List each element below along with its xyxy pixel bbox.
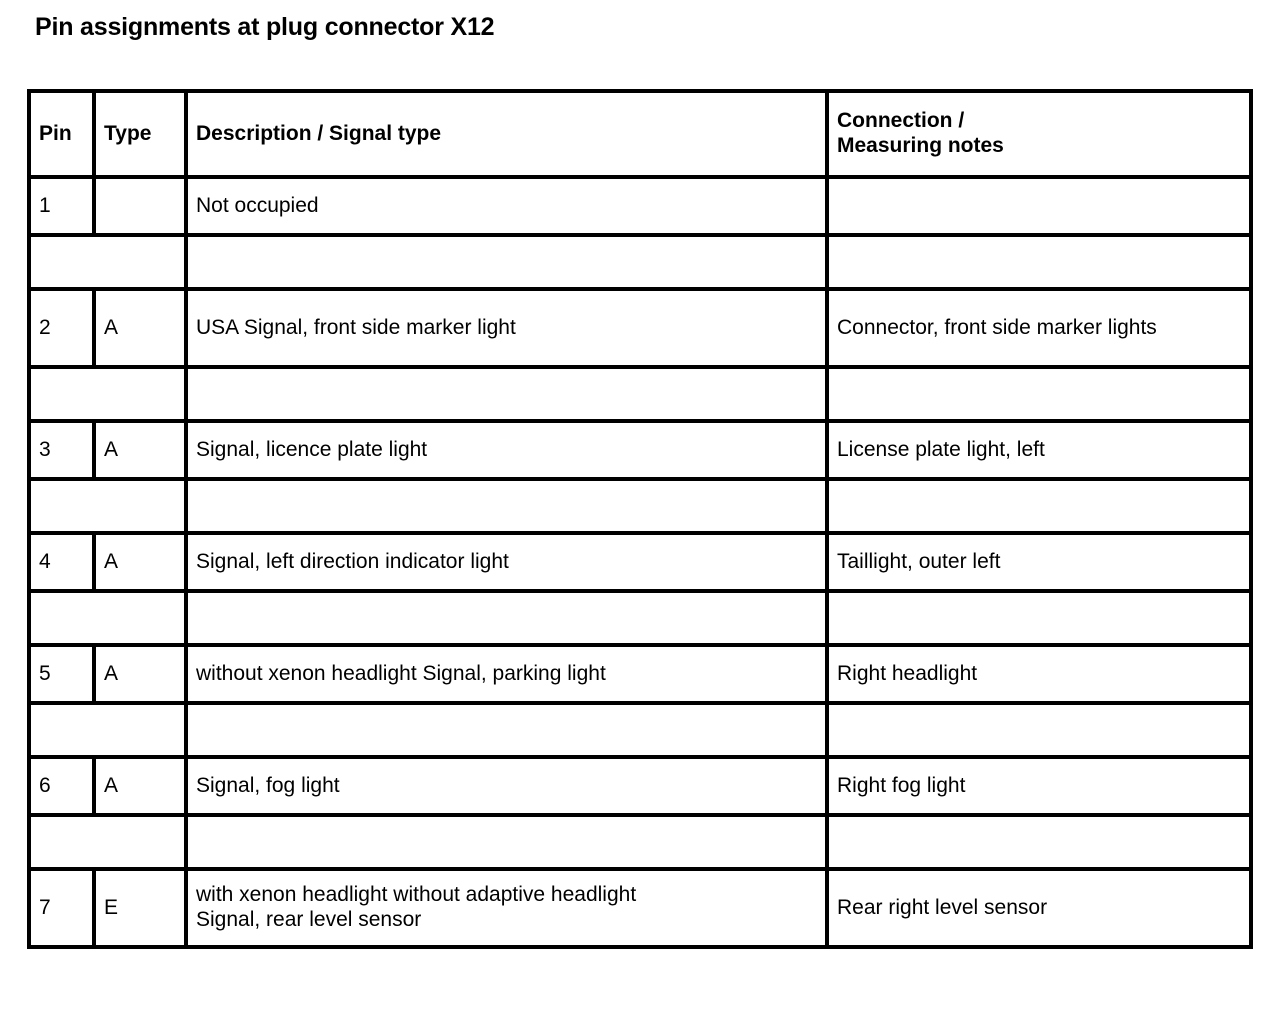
cell-spacer-connection [825, 589, 1253, 647]
cell-spacer-description [184, 477, 829, 535]
table-body: 1 Not occupied 2 A USA Signal, front sid… [27, 175, 1253, 949]
table-spacer-row [27, 365, 1253, 423]
table-row: 3 A Signal, licence plate light License … [27, 419, 1253, 481]
cell-type: A [92, 755, 188, 817]
cell-spacer-description [184, 813, 829, 871]
column-header-connection-line1: Connection / [837, 109, 965, 133]
cell-type: A [92, 419, 188, 481]
column-header-type: Type [92, 89, 188, 179]
cell-spacer-pin-type [27, 813, 188, 871]
cell-pin: 6 [27, 755, 96, 817]
table-row: 5 A without xenon headlight Signal, park… [27, 643, 1253, 705]
cell-type: A [92, 287, 188, 369]
column-header-pin: Pin [27, 89, 96, 179]
table-spacer-row [27, 477, 1253, 535]
column-header-description: Description / Signal type [184, 89, 829, 179]
cell-spacer-connection [825, 813, 1253, 871]
column-header-connection: Connection / Measuring notes [825, 89, 1253, 179]
cell-description: without xenon headlight Signal, parking … [184, 643, 829, 705]
cell-description: USA Signal, front side marker light [184, 287, 829, 369]
page-title: Pin assignments at plug connector X12 [35, 13, 495, 41]
cell-pin: 5 [27, 643, 96, 705]
table-row: 1 Not occupied [27, 175, 1253, 237]
column-header-connection-line2: Measuring notes [837, 134, 1004, 157]
cell-type: E [92, 867, 188, 949]
cell-connection: License plate light, left [825, 419, 1253, 481]
cell-spacer-pin-type [27, 365, 188, 423]
cell-description: Signal, fog light [184, 755, 829, 817]
cell-spacer-connection [825, 701, 1253, 759]
cell-pin: 4 [27, 531, 96, 593]
cell-description: Signal, licence plate light [184, 419, 829, 481]
cell-spacer-pin-type [27, 477, 188, 535]
cell-description: with xenon headlight without adaptive he… [184, 867, 829, 949]
cell-spacer-description [184, 365, 829, 423]
cell-connection: Taillight, outer left [825, 531, 1253, 593]
cell-description: Not occupied [184, 175, 829, 237]
cell-spacer-pin-type [27, 589, 188, 647]
cell-spacer-pin-type [27, 233, 188, 291]
cell-pin: 3 [27, 419, 96, 481]
cell-pin: 1 [27, 175, 96, 237]
table-spacer-row [27, 233, 1253, 291]
table-row: 4 A Signal, left direction indicator lig… [27, 531, 1253, 593]
table-row: 7 E with xenon headlight without adaptiv… [27, 867, 1253, 949]
pin-assignments-table-container: Pin Type Description / Signal type Conne… [27, 89, 1253, 949]
table-spacer-row [27, 589, 1253, 647]
cell-connection: Rear right level sensor [825, 867, 1253, 949]
cell-description: Signal, left direction indicator light [184, 531, 829, 593]
cell-spacer-description [184, 701, 829, 759]
cell-connection: Connector, front side marker lights [825, 287, 1253, 369]
cell-spacer-description [184, 589, 829, 647]
table-spacer-row [27, 813, 1253, 871]
table-row: 2 A USA Signal, front side marker light … [27, 287, 1253, 369]
table-spacer-row [27, 701, 1253, 759]
cell-spacer-pin-type [27, 701, 188, 759]
cell-pin: 7 [27, 867, 96, 949]
cell-connection: Right headlight [825, 643, 1253, 705]
cell-connection: Right fog light [825, 755, 1253, 817]
cell-connection [825, 175, 1253, 237]
cell-pin: 2 [27, 287, 96, 369]
cell-type: A [92, 531, 188, 593]
cell-spacer-connection [825, 477, 1253, 535]
cell-type [92, 175, 188, 237]
cell-spacer-connection [825, 365, 1253, 423]
pin-assignments-table: Pin Type Description / Signal type Conne… [27, 89, 1253, 949]
cell-spacer-description [184, 233, 829, 291]
cell-spacer-connection [825, 233, 1253, 291]
table-row: 6 A Signal, fog light Right fog light [27, 755, 1253, 817]
cell-type: A [92, 643, 188, 705]
table-header-row: Pin Type Description / Signal type Conne… [27, 89, 1253, 179]
